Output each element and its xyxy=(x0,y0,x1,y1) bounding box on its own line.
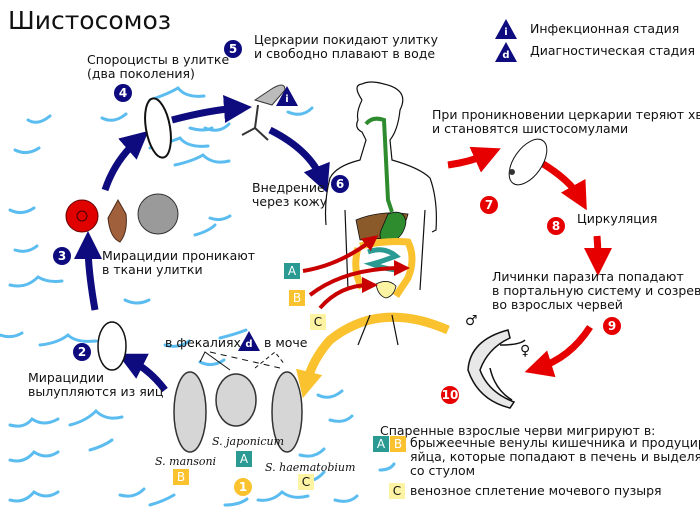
body-label-B: B xyxy=(289,290,305,306)
page-title: Шистосомоз xyxy=(8,6,172,35)
stomach xyxy=(379,211,407,245)
species-s-mansoni: S. mansoni xyxy=(155,455,217,468)
stage-1-badge: 1 xyxy=(234,478,252,496)
stage-10-text: Спаренные взрослые черви мигрируют в: xyxy=(380,423,656,438)
miracidium-illustration xyxy=(97,321,127,371)
water-waves xyxy=(0,86,396,507)
bladder xyxy=(375,281,397,299)
diagnostic-stage-marker: d xyxy=(238,331,260,351)
organ-arrows xyxy=(302,235,410,310)
egg-s-haematobium xyxy=(271,371,303,453)
egg-s-japonicum xyxy=(215,373,257,427)
human-body xyxy=(324,81,437,346)
stage-10-badge: 10 xyxy=(441,386,459,404)
stage-9-badge: 9 xyxy=(603,317,621,335)
sporocyst-illustration xyxy=(144,97,172,159)
stage-8-badge: 8 xyxy=(547,217,565,235)
migration-1-code-A: A xyxy=(373,436,389,452)
stage-5-badge: 5 xyxy=(224,40,242,58)
arrow-5-to-6 xyxy=(268,126,330,193)
schistosomulum-illustration xyxy=(508,138,548,186)
eggs-in-urine-label: в моче xyxy=(264,335,308,350)
snail-grey xyxy=(137,193,179,235)
species-s-japonicum: S. japonicum xyxy=(212,435,285,448)
arrow-3-to-4 xyxy=(101,130,149,192)
egg-pointer-lines xyxy=(199,351,286,371)
blue-cycle-arrows xyxy=(74,95,330,393)
stage-6-badge: 6 xyxy=(331,175,349,193)
infective-stage-marker: i xyxy=(276,86,298,106)
migration-1-code-B: B xyxy=(390,436,406,452)
esophagus xyxy=(364,116,394,213)
stage-4-text: Спороцисты в улитке (два поколения) xyxy=(87,52,230,81)
species-s-japonicum-code: A xyxy=(236,451,252,467)
arrow-6-to-7 xyxy=(447,146,501,173)
stage-5-text: Церкарии покидают улитку и свободно плав… xyxy=(254,32,439,61)
arrow-4-to-5 xyxy=(171,95,252,124)
species-s-haematobium: S. haematobium xyxy=(265,461,356,474)
body-label-A: A xyxy=(284,263,300,279)
species-s-haematobium-code: C xyxy=(298,474,314,490)
body-label-C: C xyxy=(310,314,326,330)
stage-2-badge: 2 xyxy=(73,343,91,361)
arrow-8-to-9 xyxy=(583,235,612,276)
legend-infective-label: Инфекционная стадия xyxy=(530,21,680,36)
infective-stage-icon: i xyxy=(495,19,517,39)
stage-4-badge: 4 xyxy=(114,84,132,102)
egg-s-mansoni xyxy=(173,371,207,453)
stage-3-text: Мирацидии проникают в ткани улитки xyxy=(102,248,256,277)
stage-7-badge: 7 xyxy=(480,196,498,214)
migration-2-code-C: C xyxy=(389,483,405,499)
arrow-9-to-10 xyxy=(524,325,593,378)
snails-illustration xyxy=(65,193,179,243)
stage-2-text: Мирацидии вылупляются из яиц xyxy=(28,370,164,399)
eggs-in-feces-label: в фекалиях xyxy=(165,335,241,350)
arrow-7-to-8 xyxy=(538,158,587,211)
stage-9-text: Личинки паразита попадают в портальную с… xyxy=(492,269,700,312)
male-symbol: ♂ xyxy=(465,313,478,329)
migration-1-text: брыжеечные венулы кишечника и продуцирую… xyxy=(410,435,700,478)
red-cycle-arrows xyxy=(447,146,612,378)
species-s-mansoni-code: B xyxy=(173,469,189,485)
arrow-1-to-2 xyxy=(117,353,168,393)
arrow-2-to-3 xyxy=(74,231,103,311)
stage-8-text: Циркуляция xyxy=(577,211,658,226)
female-symbol: ♀ xyxy=(520,343,531,359)
migration-2-text: венозное сплетение мочевого пузыря xyxy=(410,483,662,498)
snail-brown xyxy=(107,198,127,243)
eggs-illustration xyxy=(173,371,303,453)
legend-diagnostic-label: Диагностическая стадия xyxy=(530,43,695,58)
adult-worms-illustration xyxy=(467,329,516,409)
arrow-10-to-1 xyxy=(296,312,450,399)
snail-red xyxy=(65,199,99,233)
stage-3-badge: 3 xyxy=(53,247,71,265)
diagnostic-stage-icon: d xyxy=(495,42,517,62)
stage-7-text: При проникновении церкарии теряют хвост … xyxy=(432,107,700,136)
stage-6-text: Внедрение через кожу xyxy=(252,180,328,209)
